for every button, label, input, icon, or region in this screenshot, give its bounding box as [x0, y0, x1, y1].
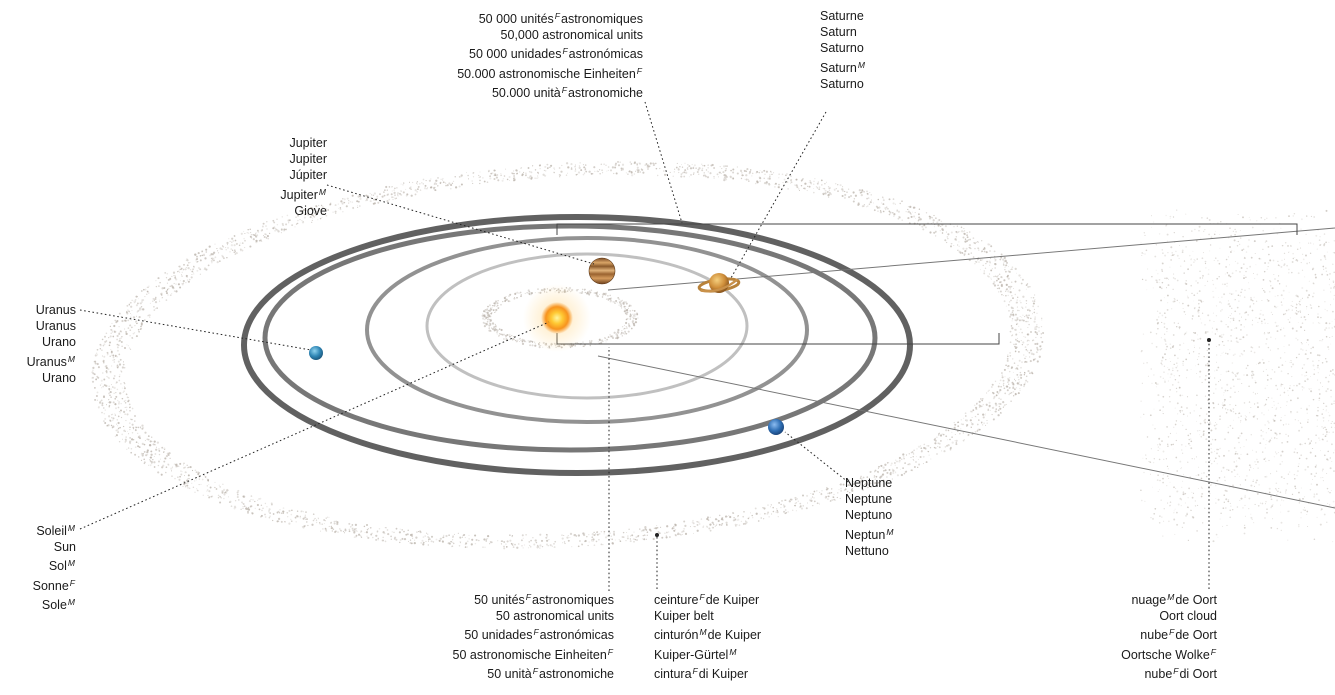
label-line: cinturaFdi Kuiper	[654, 663, 814, 682]
leader-uranus	[80, 310, 311, 350]
label-line: JupiterM	[205, 184, 327, 203]
gender-marker: M	[1167, 592, 1174, 602]
label-line: 50 000 unitésFastronomiques	[408, 8, 643, 27]
label-line: 50 unidadesFastronómicas	[385, 624, 614, 643]
label-line: Jupiter	[205, 135, 327, 151]
label-line: Oortsche WolkeF	[1060, 644, 1217, 663]
label-line: 50 unitàFastronomiche	[385, 663, 614, 682]
label-line: Saturne	[820, 8, 940, 24]
oort-cloud-particles	[1140, 209, 1335, 542]
label-line: 50 unitésFastronomiques	[385, 589, 614, 608]
gender-marker: F	[533, 666, 538, 676]
gender-marker: M	[858, 60, 865, 70]
gender-marker: F	[526, 592, 531, 602]
gender-marker: F	[533, 627, 538, 637]
label-line: Oort cloud	[1060, 608, 1217, 624]
gender-marker: F	[1169, 627, 1174, 637]
label-line: Neptune	[845, 491, 965, 507]
gender-marker: F	[1173, 666, 1178, 676]
jupiter	[589, 258, 615, 284]
gender-marker: M	[68, 354, 75, 364]
gender-marker: M	[68, 558, 75, 568]
gender-marker: F	[70, 578, 75, 588]
gender-marker: M	[729, 647, 736, 657]
oort-dot	[1207, 338, 1211, 342]
gender-marker: M	[68, 523, 75, 533]
label-line: Urano	[0, 334, 76, 350]
label-line: Kuiper-GürtelM	[654, 644, 814, 663]
zoom-line-bottom	[598, 356, 1335, 508]
label-line: SaturnM	[820, 57, 940, 76]
scale-bracket-50-au	[557, 333, 999, 344]
gender-marker: F	[637, 66, 642, 76]
label-line: 50 astronomische EinheitenF	[385, 644, 614, 663]
label-line: Júpiter	[205, 167, 327, 183]
label-line: 50,000 astronomical units	[408, 27, 643, 43]
label-line: UranusM	[0, 351, 76, 370]
label-line: Saturno	[820, 76, 940, 92]
label-line: 50 000 unidadesFastronómicas	[408, 43, 643, 62]
label-line: Uranus	[0, 302, 76, 318]
label-line: 50.000 astronomische EinheitenF	[408, 63, 643, 82]
label-line: cinturónMde Kuiper	[654, 624, 814, 643]
label-line: nubeFde Oort	[1060, 624, 1217, 643]
gender-marker: F	[562, 46, 567, 56]
label-line: SoleM	[0, 594, 76, 613]
sun	[541, 302, 573, 334]
label-line: nubeFdi Oort	[1060, 663, 1217, 682]
label-line: Jupiter	[205, 151, 327, 167]
label-line: Uranus	[0, 318, 76, 334]
neptune	[768, 419, 784, 435]
label-line: 50.000 unitàFastronomiche	[408, 82, 643, 101]
gender-marker: M	[68, 597, 75, 607]
label-line: nuageMde Oort	[1060, 589, 1217, 608]
label-line: 50 astronomical units	[385, 608, 614, 624]
gender-marker: F	[555, 11, 560, 21]
label-line: Urano	[0, 370, 76, 386]
label-line: Neptune	[845, 475, 965, 491]
gender-marker: F	[693, 666, 698, 676]
gender-marker: F	[608, 647, 613, 657]
gender-marker: M	[319, 187, 326, 197]
leader-neptune	[785, 432, 848, 482]
gender-marker: F	[562, 85, 567, 95]
label-line: Saturno	[820, 40, 940, 56]
label-line: Saturn	[820, 24, 940, 40]
gender-marker: F	[699, 592, 704, 602]
label-line: Sun	[0, 539, 76, 555]
kuiper-dot	[655, 533, 659, 537]
gender-marker: M	[699, 627, 706, 637]
label-line: Giove	[205, 203, 327, 219]
label-line: ceintureFde Kuiper	[654, 589, 814, 608]
uranus	[309, 346, 323, 360]
label-line: SolM	[0, 555, 76, 574]
gender-marker: F	[1211, 647, 1216, 657]
label-line: SonneF	[0, 575, 76, 594]
label-line: Kuiper belt	[654, 608, 814, 624]
label-line: NeptunM	[845, 524, 965, 543]
label-line: Nettuno	[845, 543, 965, 559]
label-line: Neptuno	[845, 507, 965, 523]
label-line: SoleilM	[0, 520, 76, 539]
gender-marker: M	[886, 527, 893, 537]
